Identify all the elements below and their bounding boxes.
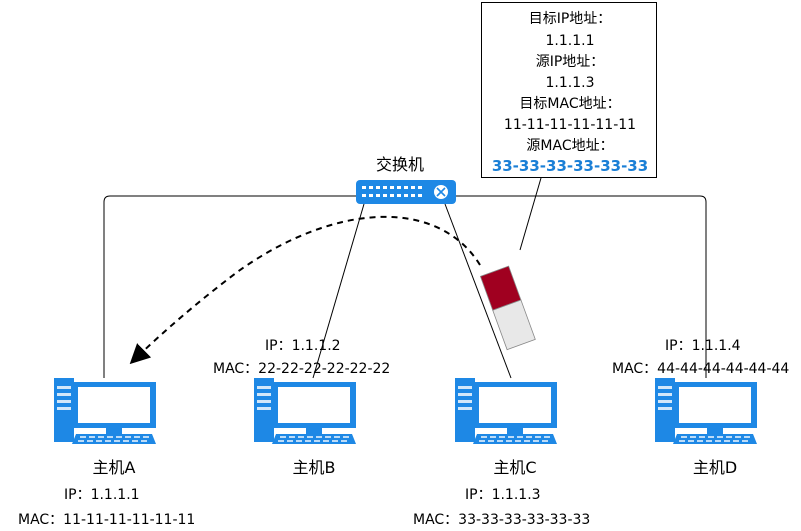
packet-icon bbox=[479, 265, 536, 351]
callout-pointer bbox=[519, 177, 542, 251]
dst-ip-label: 目标IP地址： bbox=[528, 11, 612, 27]
host-d-ip: IP：1.1.1.4 bbox=[665, 338, 741, 354]
host-b-mac: MAC：22-22-22-22-22-22 bbox=[213, 361, 391, 377]
src-mac-label: 源MAC地址： bbox=[526, 138, 614, 154]
dst-ip-value: 1.1.1.1 bbox=[545, 33, 595, 49]
dst-mac-value: 11-11-11-11-11-11 bbox=[503, 117, 637, 133]
switch-label: 交换机 bbox=[376, 155, 425, 174]
cable-to-host-b bbox=[312, 203, 365, 379]
host-a-name: 主机A bbox=[92, 458, 136, 477]
host-b-ip: IP：1.1.1.2 bbox=[265, 338, 341, 354]
host-a-mac: MAC：11-11-11-11-11-11 bbox=[18, 512, 196, 528]
packet-callout: 目标IP地址： 1.1.1.1 源IP地址： 1.1.1.3 目标MAC地址： … bbox=[481, 2, 657, 178]
computer-icon-host-b bbox=[254, 378, 356, 444]
cable-to-host-a bbox=[103, 195, 707, 378]
host-c-mac: MAC：33-33-33-33-33-33 bbox=[413, 512, 591, 528]
computer-icon-host-c bbox=[455, 378, 557, 444]
switch-icon bbox=[356, 180, 456, 204]
dst-mac-label: 目标MAC地址： bbox=[519, 96, 621, 112]
src-mac-value: 33-33-33-33-33-33 bbox=[491, 157, 649, 175]
computer-icon-host-d bbox=[655, 378, 757, 444]
cable-to-host-c bbox=[444, 203, 512, 379]
host-b-name: 主机B bbox=[292, 458, 336, 477]
host-d-name: 主机D bbox=[692, 458, 738, 477]
frame-forward-arrow bbox=[129, 215, 481, 365]
host-a-ip: IP：1.1.1.1 bbox=[64, 487, 140, 503]
host-c-ip: IP：1.1.1.3 bbox=[465, 487, 541, 503]
computer-icon-host-a bbox=[54, 378, 156, 444]
src-ip-label: 源IP地址： bbox=[535, 54, 605, 70]
src-ip-value: 1.1.1.3 bbox=[545, 75, 595, 91]
host-d-mac: MAC：44-44-44-44-44-44 bbox=[612, 361, 790, 377]
host-c-name: 主机C bbox=[493, 458, 537, 477]
